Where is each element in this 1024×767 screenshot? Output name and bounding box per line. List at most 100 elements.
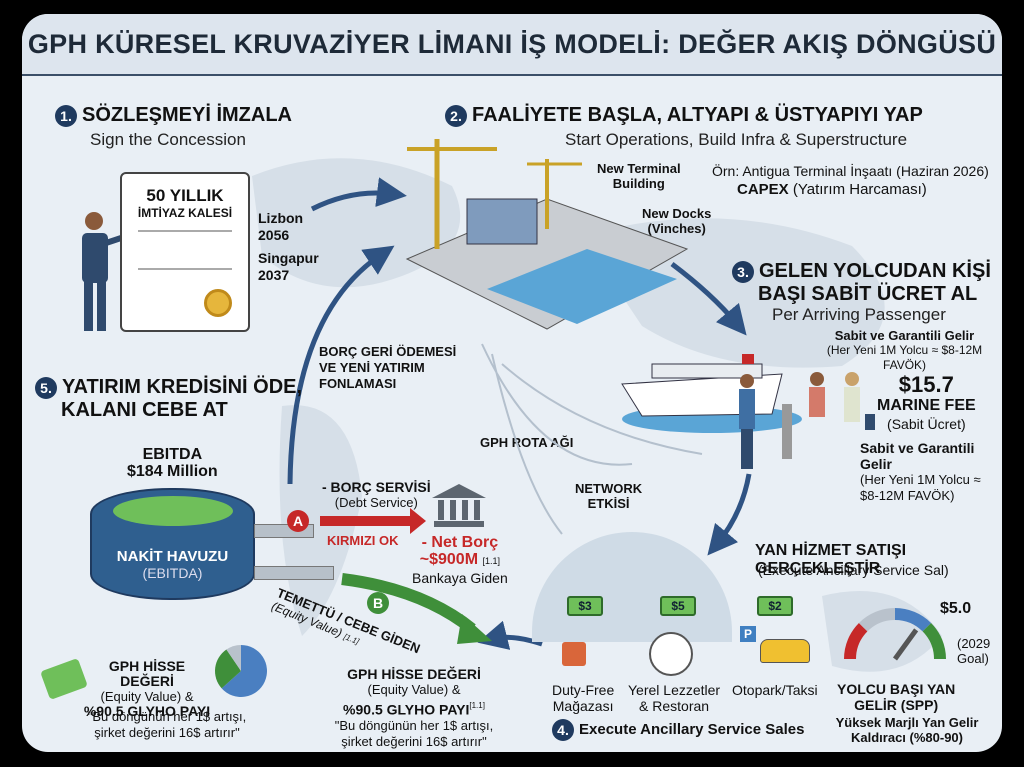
pool-title: NAKİT HAVUZU: [116, 548, 229, 565]
parking-icon: P: [740, 626, 756, 642]
port-lisbon: Lizbon: [258, 210, 304, 226]
step2-title: 2.FAALİYETE BAŞLA, ALTYAPI & ÜSTYAPIYI Y…: [445, 104, 923, 127]
reference: [1.1]: [469, 701, 485, 710]
step3-subtitle: Per Arriving Passenger: [772, 305, 946, 324]
income1-title: Sabit ve Garantili Gelir: [834, 328, 975, 343]
step4-footer-text: Execute Ancillary Service Sales: [579, 720, 805, 738]
equity-pie-chart: [215, 645, 267, 697]
income-note-1: Sabit ve Garantili Gelir(Her Yeni 1M Yol…: [807, 328, 1002, 373]
label-1: Duty-Free: [552, 682, 615, 698]
gauge-needle: [892, 628, 919, 661]
capex-text: CAPEX: [737, 181, 789, 198]
step2-title-text: FAALİYETE BAŞLA, ALTYAPI & ÜSTYAPIYI YAP: [472, 104, 923, 126]
new-docks-label: New Docks(Vinches): [642, 206, 711, 236]
step4-subtitle: (Execute Ancillary Service Sal): [758, 562, 949, 578]
flow-arrows: [287, 177, 752, 650]
reference: [1.1]: [342, 632, 361, 647]
goal-2: Goal): [957, 651, 989, 666]
equity-block-left: GPH HİSSE DEĞERİ(Equity Value) &%90.5 GL…: [82, 659, 212, 719]
pipe-b: [254, 566, 334, 580]
gauge-segment: [894, 608, 932, 632]
income2-desc-1: (Her Yeni 1M Yolcu ≈: [860, 472, 981, 487]
document-subtitle: İMTİYAZ KALESİ: [137, 206, 233, 220]
ebitda-label: EBITDA$184 Million: [127, 446, 218, 480]
step-number-badge: 5.: [35, 376, 57, 399]
cash-pool: NAKİT HAVUZU (EBITDA): [90, 488, 255, 600]
price-dutyfree: $3: [567, 596, 603, 616]
gauge-segment: [922, 622, 946, 660]
docks-text: New Docks: [642, 206, 712, 221]
arrow-step5-to-step2: [287, 245, 395, 485]
pie-slice: [221, 645, 267, 697]
bank-icon: [432, 484, 486, 527]
step-number-badge: 2.: [445, 104, 467, 127]
income2-title: Sabit ve Garantili Gelir: [860, 440, 975, 472]
docks-text-2: (Vinches): [647, 221, 706, 236]
income2-desc-2: $8-12M FAVÖK): [860, 488, 955, 503]
year-singapore: 2037: [258, 267, 290, 283]
net-debt-title: - Net Borç: [421, 534, 499, 551]
step1-title-text: SÖZLEŞMEYİ İMZALA: [82, 104, 292, 126]
taxi-label: Otopark/Taksi: [732, 682, 818, 698]
step3-title-2: BAŞI SABİT ÜCRET AL: [758, 282, 978, 305]
concession-document: 50 YILLIK İMTİYAZ KALESİ: [120, 172, 250, 332]
price-restaurant: $5: [660, 596, 696, 616]
terminal-text-2: Building: [612, 176, 665, 191]
pool-subtitle: (EBITDA): [142, 565, 203, 581]
arrow-step3-to-step4: [707, 473, 752, 556]
equity-title: GPH HİSSE DEĞERİ: [108, 658, 186, 689]
port-singapore: Singapur: [258, 250, 319, 266]
red-arrow-head: [410, 508, 426, 534]
price-taxi: $2: [757, 596, 793, 616]
step-number-badge: 1.: [55, 104, 77, 127]
gauge-value: $5.0: [940, 600, 972, 617]
net-debt: - Net Borç~$900M [1.1]Bankaya Giden: [412, 534, 508, 587]
network-effect-2: ETKİSİ: [587, 496, 630, 511]
income-note-2: Sabit ve Garantili Gelir(Her Yeni 1M Yol…: [860, 440, 1002, 504]
spp-1: YOLCU BAŞI YAN: [837, 681, 956, 697]
equity-share: %90.5 GLYHO PAYI: [343, 701, 470, 718]
margin-2: Kaldıracı (%80-90): [851, 730, 963, 745]
restaurant-label: Yerel Lezzetler& Restoran: [628, 682, 720, 714]
label-2: Mağazası: [552, 698, 614, 714]
example-label: Örn: Antigua Terminal İnşaatı (Haziran 2…: [712, 163, 989, 179]
quote-2: şirket değerini 16$ artırır": [94, 725, 240, 740]
badge-b: B: [367, 592, 389, 614]
seal-icon: [204, 289, 232, 317]
capex-desc: (Yatırım Harcaması): [792, 181, 927, 198]
spp-gauge: [844, 608, 946, 661]
equity-en: (Equity Value) &: [367, 682, 461, 697]
label-2: & Restoran: [639, 698, 710, 714]
shopping-bag-icon: [562, 642, 586, 666]
arrow-step1-to-step2: [310, 177, 407, 212]
money-icon: [112, 496, 233, 526]
green-arrow: [341, 573, 492, 644]
step1-title: 1.SÖZLEŞMEYİ İMZALA: [55, 104, 292, 127]
equity-title: GPH HİSSE DEĞERİ: [347, 666, 481, 682]
income1-desc: (Her Yeni 1M Yolcu ≈ $8-12M FAVÖK): [826, 343, 983, 372]
fee-label: MARINE FEE: [877, 397, 976, 414]
arrow-step4-to-step5: [477, 620, 543, 650]
fee-value: $15.7: [898, 372, 954, 397]
step5-title-1: YATIRIM KREDİSİNİ ÖDE,: [62, 376, 303, 398]
quote-left: "Bu döngünün her 1$ artışı,şirket değeri…: [62, 709, 272, 741]
capex-label: CAPEX (Yatırım Harcaması): [737, 181, 927, 198]
step1-subtitle: Sign the Concession: [90, 130, 246, 149]
food-plate-icon: [649, 632, 693, 676]
step2-subtitle: Start Operations, Build Infra & Superstr…: [565, 130, 908, 149]
loop-label-2: VE YENİ YATIRIM: [319, 360, 425, 375]
taxi-icon: [760, 639, 810, 663]
step5-title-2: KALANI CEBE AT: [61, 398, 228, 421]
equity-block-right: GPH HİSSE DEĞERİ(Equity Value) & %90.5 GL…: [314, 666, 514, 750]
arrow-step2-to-step3: [670, 262, 747, 336]
quote-1: "Bu döngünün her 1$ artışı,: [87, 709, 247, 724]
debt-title: - BORÇ SERVİSİ: [322, 479, 431, 495]
gauge-segment: [858, 608, 896, 632]
terminal-text: New Terminal: [597, 161, 681, 176]
